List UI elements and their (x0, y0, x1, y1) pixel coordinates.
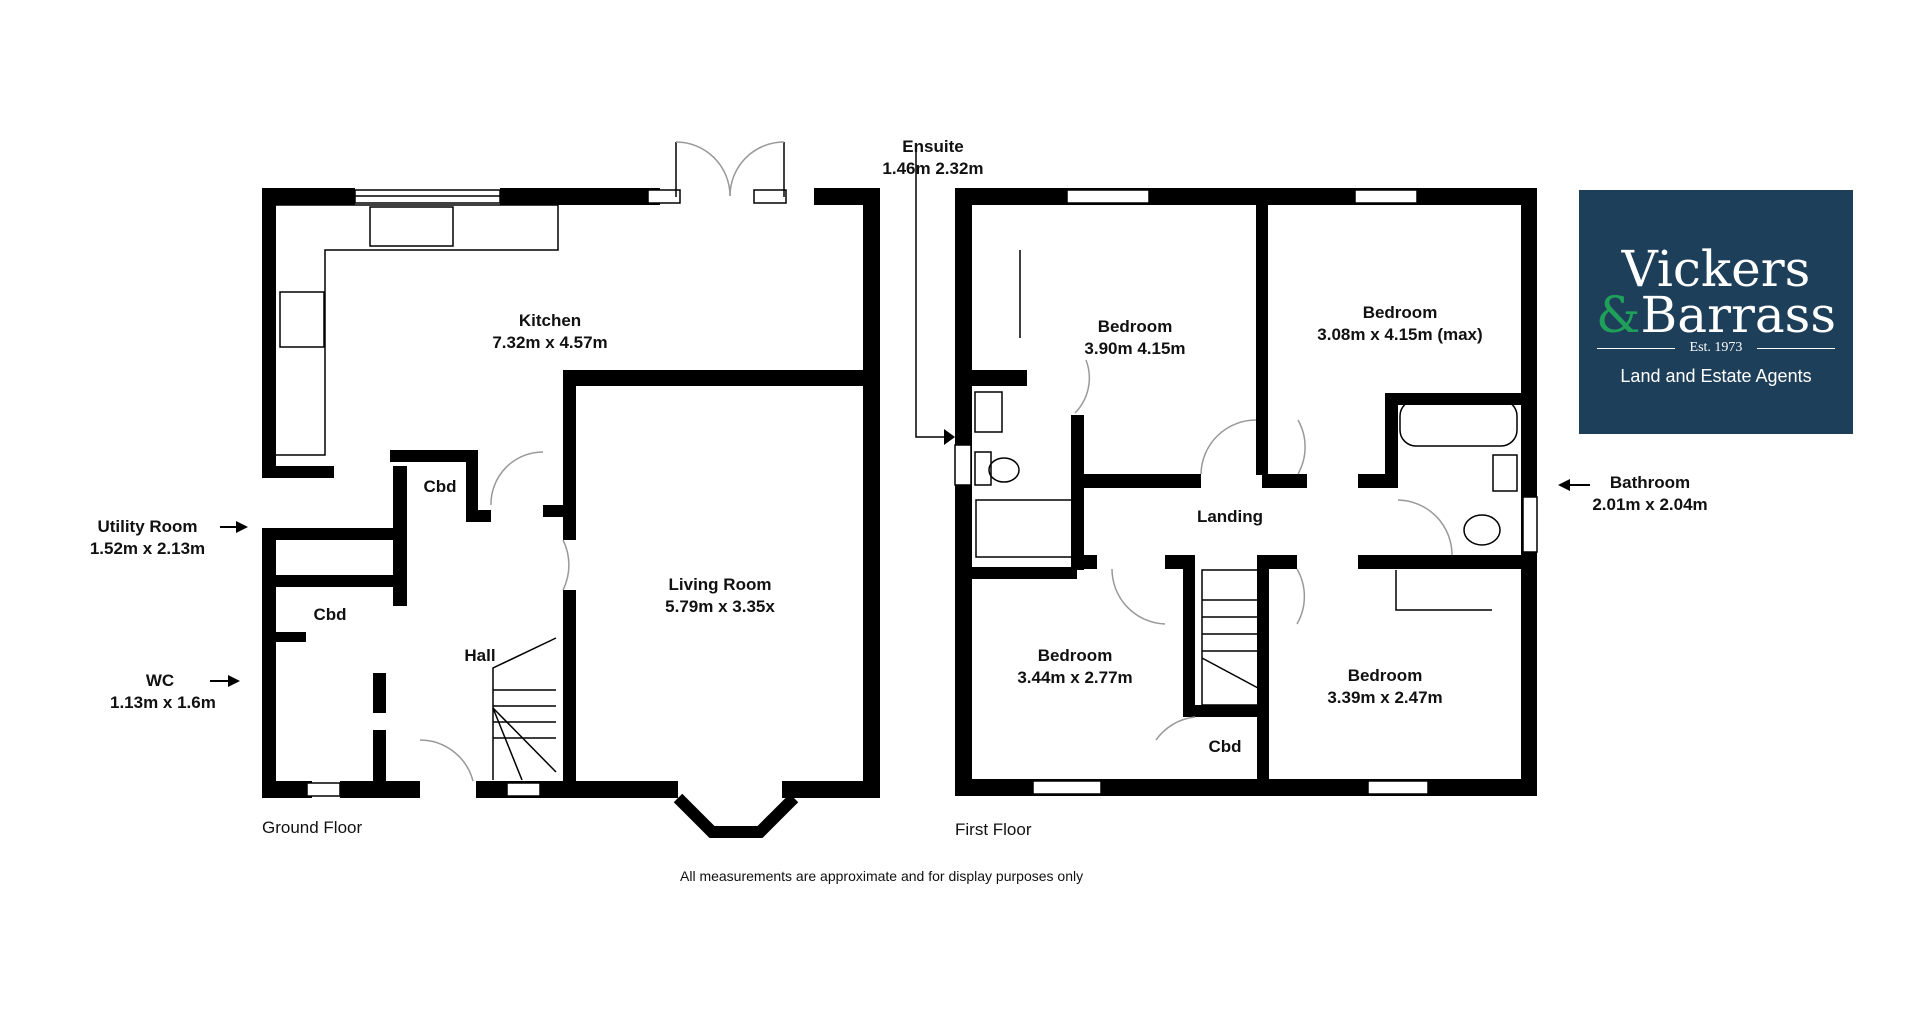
room-label-cbd-wc: Cbd (313, 605, 347, 624)
callout-arrows (210, 429, 1590, 687)
room-label-bedroom-4: Bedroom 3.39m x 2.47m (1327, 666, 1443, 707)
agency-logo: Vickers &Barrass Est. 1973 Land and Esta… (1579, 190, 1853, 434)
room-label-landing: Landing (1196, 507, 1264, 526)
room-label-cbd-first: Cbd (1208, 737, 1242, 756)
callout-ensuite: Ensuite 1.46m 2.32m (882, 137, 984, 178)
logo-ampersand: & (1596, 286, 1641, 344)
room-label-bedroom-3: Bedroom 3.44m x 2.77m (1017, 646, 1133, 687)
room-label-bedroom-2: Bedroom 3.08m x 4.15m (max) (1317, 303, 1483, 344)
logo-name-line1: Vickers (1621, 240, 1811, 298)
callout-bathroom: Bathroom 2.01m x 2.04m (1592, 473, 1708, 514)
ground-floor-fixtures (276, 141, 799, 838)
room-label-hall: Hall (464, 646, 496, 665)
room-label-cbd-hall: Cbd (423, 477, 457, 496)
floor-label-first: First Floor (955, 820, 1032, 839)
room-label-living-room: Living Room 5.79m x 3.35x (665, 575, 775, 616)
callout-wc: WC 1.13m x 1.6m (110, 671, 216, 712)
ground-floor-plan (262, 188, 880, 798)
logo-name-line2: &Barrass (1596, 286, 1836, 344)
disclaimer-text: All measurements are approximate and for… (680, 868, 1084, 884)
callout-utility-room: Utility Room 1.52m x 2.13m (89, 517, 206, 558)
room-label-kitchen: Kitchen 7.32m x 4.57m (492, 311, 608, 352)
first-floor-fixtures (915, 147, 1538, 795)
floor-label-ground: Ground Floor (262, 818, 363, 837)
logo-tagline: Land and Estate Agents (1620, 366, 1812, 386)
room-label-bedroom-1: Bedroom 3.90m 4.15m (1084, 317, 1186, 358)
logo-established: Est. 1973 (1597, 340, 1835, 356)
